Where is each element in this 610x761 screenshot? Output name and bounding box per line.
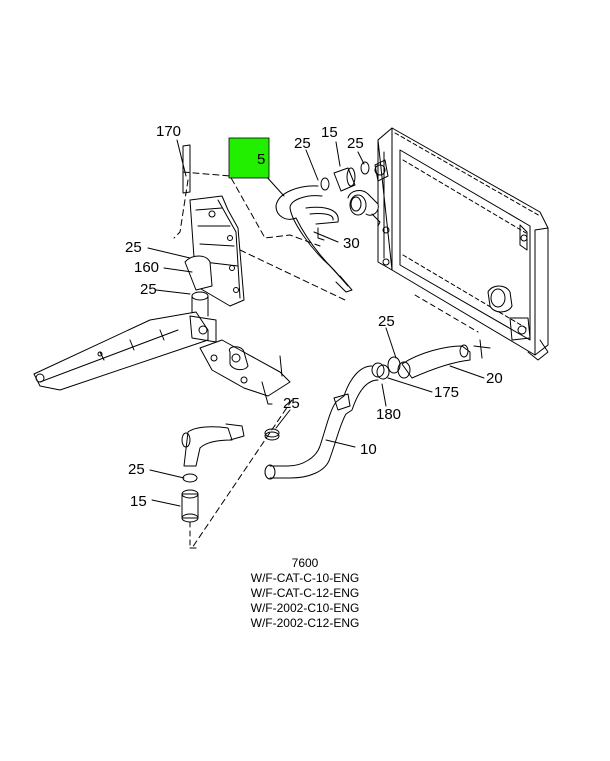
mounting-bracket — [33, 144, 346, 405]
callout-25-top-a: 25 — [294, 135, 311, 152]
lower-left-hose — [181, 423, 245, 549]
callout-10: 10 — [360, 441, 377, 458]
callout-25-left-b: 25 — [140, 281, 157, 298]
upper-hose-assembly — [275, 161, 381, 293]
caption-line-1: W/F-CAT-C-10-ENG — [250, 571, 360, 585]
callout-25-left-a: 25 — [125, 239, 142, 256]
caption-line-4: W/F-2002-C12-ENG — [250, 616, 360, 630]
callout-25-top-b: 25 — [347, 135, 364, 152]
callout-25-lower: 25 — [128, 461, 145, 478]
callout-160: 160 — [134, 259, 159, 276]
callout-180: 180 — [376, 406, 401, 423]
caption-line-3: W/F-2002-C10-ENG — [250, 601, 360, 615]
callout-170: 170 — [156, 123, 181, 140]
lower-hose-assembly — [189, 344, 471, 549]
leader-lines — [147, 139, 485, 507]
callout-25-right: 25 — [378, 313, 395, 330]
callout-15-lower: 15 — [130, 493, 147, 510]
callout-25-mid: 25 — [283, 395, 300, 412]
figure-caption: 7600 W/F-CAT-C-10-ENG W/F-CAT-C-12-ENG W… — [0, 556, 610, 631]
radiator — [374, 127, 549, 361]
callout-20: 20 — [486, 370, 503, 387]
caption-line-2: W/F-CAT-C-12-ENG — [250, 586, 360, 600]
callout-175: 175 — [434, 384, 459, 401]
callout-5: 5 — [257, 151, 265, 168]
callout-30: 30 — [343, 235, 360, 252]
highlight-box-item-5 — [228, 137, 270, 179]
figure-number: 7600 — [291, 556, 319, 570]
callout-15-top: 15 — [321, 124, 338, 141]
